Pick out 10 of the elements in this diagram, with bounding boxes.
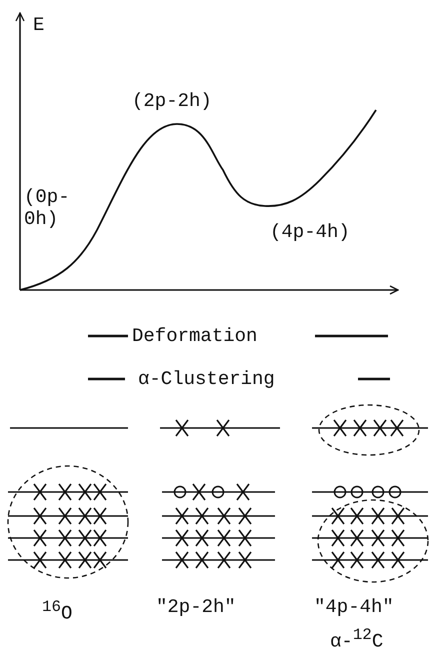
axis-caption: Deformation xyxy=(132,325,258,347)
axis-label: E xyxy=(33,14,44,36)
configuration-label: "2p-2h" xyxy=(156,596,236,618)
configuration-label: "4p-4h" xyxy=(314,596,394,618)
state-label: (0p- 0h) xyxy=(24,186,71,230)
nucleus-label: α-$^{12}$C xyxy=(330,625,384,652)
nucleus-label: $^{16}$O xyxy=(42,597,72,624)
state-label: (4p-4h) xyxy=(270,221,350,243)
state-label: (2p-2h) xyxy=(132,90,212,112)
axis-caption: α-Clustering xyxy=(138,368,275,390)
